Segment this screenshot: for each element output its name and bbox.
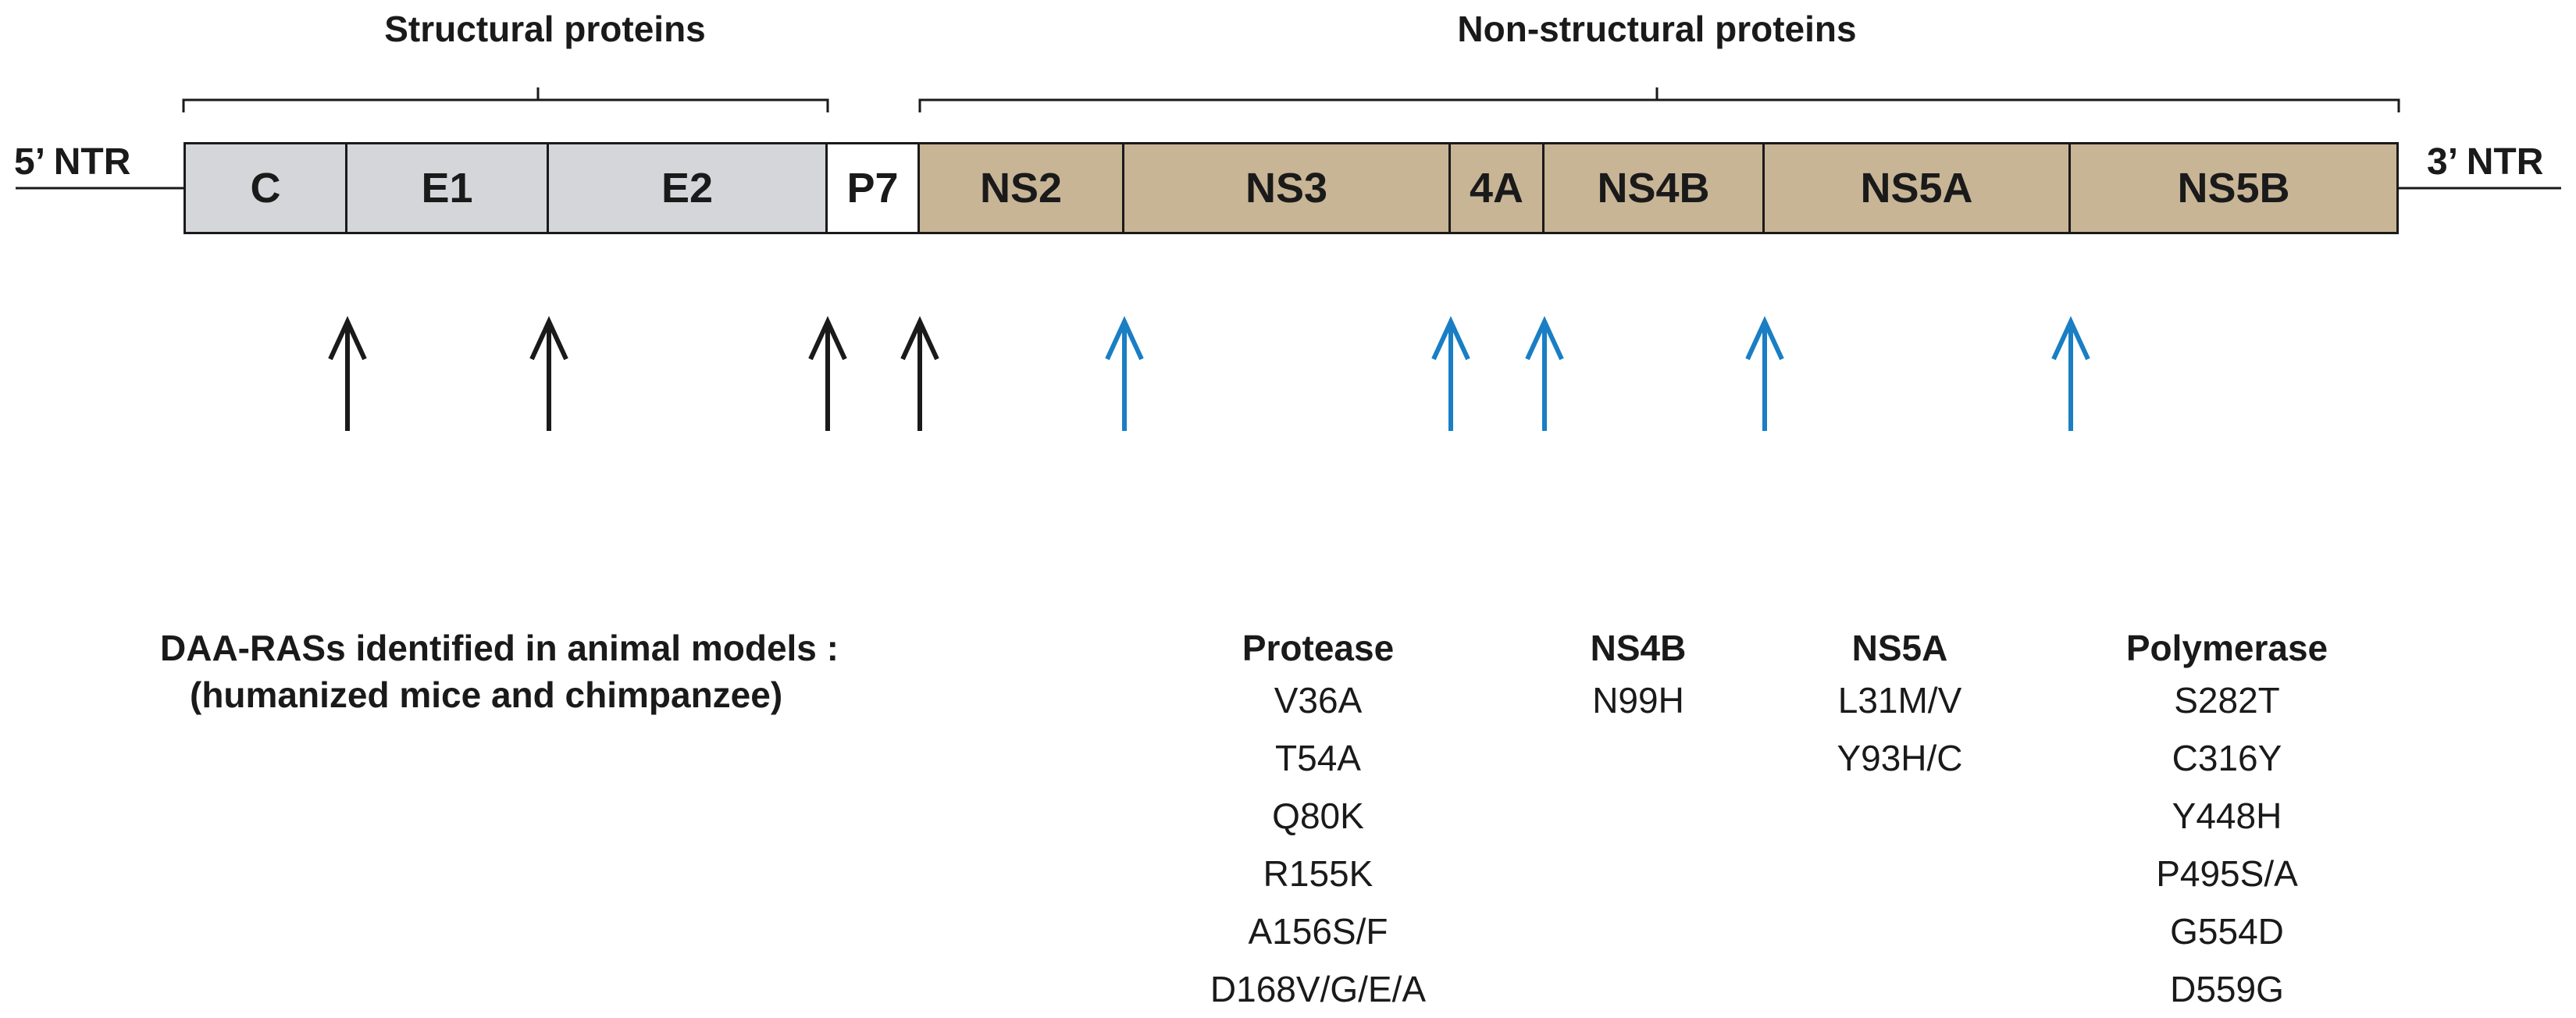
segment-e2: E2 (549, 142, 828, 234)
mutation-item: A156S/F (1248, 911, 1388, 952)
viral-cleavage-arrow-icon (1105, 315, 1144, 431)
non-structural-proteins-header: Non-structural proteins (1457, 9, 1857, 49)
mutation-item: T54A (1275, 738, 1361, 778)
segment-ns4b: NS4B (1545, 142, 1765, 234)
mutation-item: L31M/V (1837, 680, 1962, 721)
mutation-item: Y448H (2172, 796, 2282, 836)
host-cleavage-arrow-icon (900, 315, 939, 431)
mutation-item: Q80K (1272, 796, 1364, 836)
daa-ras-title-line2: (humanized mice and chimpanzee) (190, 675, 783, 715)
host-cleavage-arrow-icon (328, 315, 367, 431)
segment-ns5a: NS5A (1765, 142, 2071, 234)
segment-ns2: NS2 (920, 142, 1124, 234)
mutation-item: R155K (1263, 853, 1374, 894)
segment-e1: E1 (347, 142, 549, 234)
viral-cleavage-arrow-icon (2051, 315, 2090, 431)
segment-4a: 4A (1451, 142, 1545, 234)
mutation-item: Y93H/C (1837, 738, 1963, 778)
mutations-ns4b: NS4B N99H (1443, 625, 1833, 729)
daa-ras-title-line1: DAA-RASs identified in animal models : (160, 628, 839, 668)
mutation-item: D559G (2170, 969, 2284, 1009)
mutation-item: N99H (1592, 680, 1684, 721)
ns5a-title: NS5A (1851, 628, 1948, 668)
non-structural-bracket (918, 87, 2400, 112)
mutation-item: P495S/A (2156, 853, 2298, 894)
five-prime-ntr-label: 5’ NTR (14, 141, 131, 183)
structural-bracket (182, 87, 829, 112)
segment-p7: P7 (828, 142, 920, 234)
mutation-item: V36A (1274, 680, 1363, 721)
mutation-item: D168V/G/E/A (1210, 969, 1427, 1009)
host-cleavage-arrow-icon (808, 315, 847, 431)
daa-ras-title: DAA-RASs identified in animal models : (… (160, 625, 839, 718)
segment-ns5b: NS5B (2071, 142, 2399, 234)
three-prime-ntr-label: 3’ NTR (2427, 141, 2544, 183)
polymerase-title: Polymerase (2125, 628, 2328, 668)
viral-cleavage-arrow-icon (1745, 315, 1784, 431)
protease-title: Protease (1242, 628, 1395, 668)
mutation-item: G554D (2170, 911, 2284, 952)
mutation-item: S282T (2174, 680, 2280, 721)
viral-cleavage-arrow-icon (1525, 315, 1564, 431)
ns4b-title: NS4B (1590, 628, 1687, 668)
segment-ns3: NS3 (1124, 142, 1451, 234)
mutation-item: C316Y (2172, 738, 2282, 778)
segment-c: C (183, 142, 347, 234)
host-cleavage-arrow-icon (529, 315, 568, 431)
mutations-ns5a: NS5A L31M/V Y93H/C (1705, 625, 2095, 787)
structural-proteins-header: Structural proteins (384, 9, 706, 49)
viral-cleavage-arrow-icon (1431, 315, 1470, 431)
